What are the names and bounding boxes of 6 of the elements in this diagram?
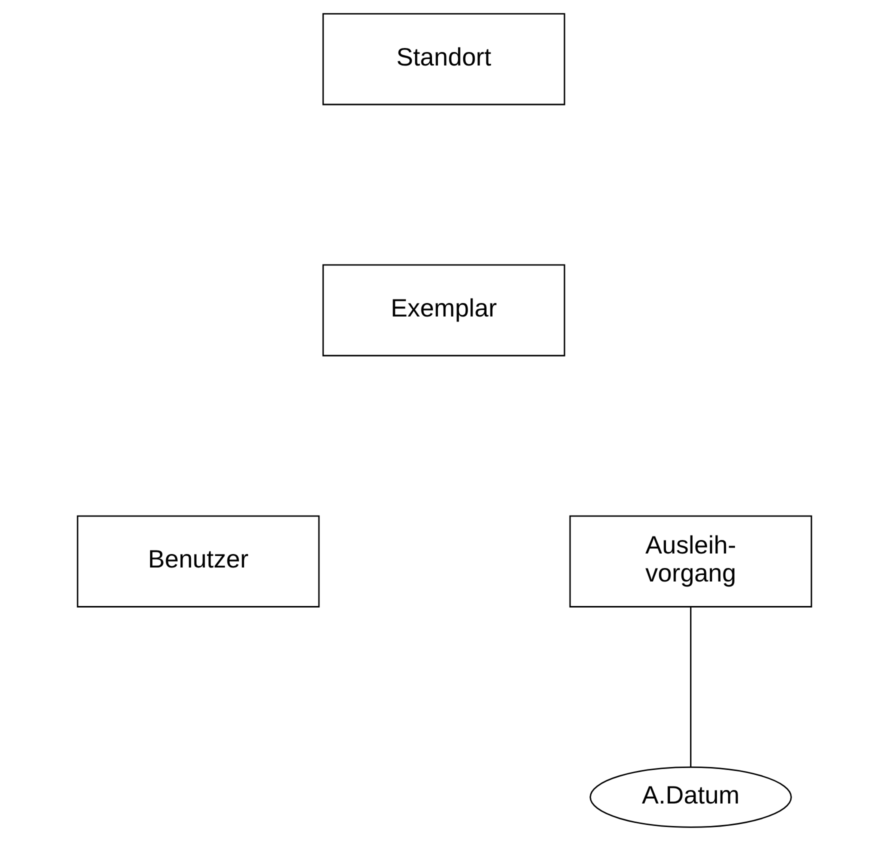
node-box: Ausleih- vorgang bbox=[569, 515, 812, 608]
node-ellipse: A.Datum bbox=[590, 766, 792, 828]
connector bbox=[690, 607, 692, 768]
node-box: Standort bbox=[322, 13, 566, 106]
node-box: Benutzer bbox=[76, 515, 320, 608]
node-box: Exemplar bbox=[322, 264, 566, 356]
